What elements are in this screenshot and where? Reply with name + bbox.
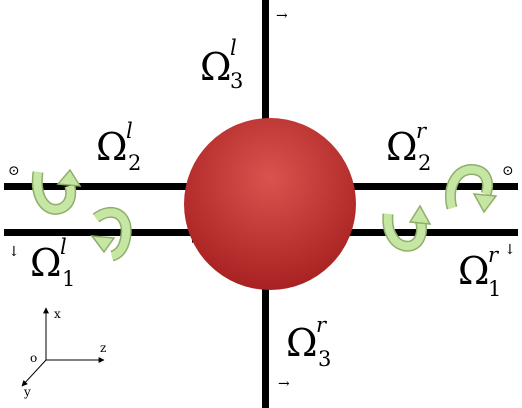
svg-text:2: 2 xyxy=(128,151,141,175)
red-sphere xyxy=(184,118,356,290)
svg-text:1: 1 xyxy=(62,267,75,291)
rod-top xyxy=(262,0,269,148)
svg-text:l: l xyxy=(126,119,133,143)
rod-bottom xyxy=(262,262,269,408)
axis-label-y: y xyxy=(23,385,31,399)
svg-text:3: 3 xyxy=(318,347,331,371)
svg-text:r: r xyxy=(416,119,428,143)
right-arrow-top: → xyxy=(276,8,288,24)
rotation-arrow-right-upper xyxy=(445,164,498,214)
label-omega1-right: Ω r 1 xyxy=(458,243,501,301)
axis-origin-label: o xyxy=(30,351,37,365)
svg-text:3: 3 xyxy=(230,69,243,93)
svg-text:Ω: Ω xyxy=(96,125,128,169)
svg-text:l: l xyxy=(230,36,237,60)
rod-left-upper xyxy=(4,183,196,190)
rod-right-lower xyxy=(342,229,518,236)
label-omega3-left: Ω l 3 xyxy=(200,36,243,93)
label-omega1-left: Ω l 1 xyxy=(30,235,75,291)
rod-right-upper xyxy=(342,183,518,190)
rotation-arrow-left-upper xyxy=(31,168,82,215)
out-of-plane-marker-left: ⊙ xyxy=(8,163,20,179)
svg-text:Ω: Ω xyxy=(386,125,418,169)
rod-left-lower xyxy=(4,229,196,236)
coordinate-axes: x z y o xyxy=(21,307,106,399)
out-of-plane-marker-right: ⊙ xyxy=(502,163,514,179)
svg-text:l: l xyxy=(60,235,67,259)
svg-text:r: r xyxy=(488,243,500,267)
axis-label-z: z xyxy=(100,341,106,355)
label-omega2-right: Ω r 2 xyxy=(386,119,431,175)
svg-text:r: r xyxy=(316,313,328,337)
svg-text:2: 2 xyxy=(418,151,431,175)
down-arrow-right: ↓ xyxy=(504,242,516,258)
svg-text:1: 1 xyxy=(488,277,501,301)
down-arrow-left: ↓ xyxy=(8,244,20,260)
axis-label-x: x xyxy=(54,307,61,321)
label-omega3-right: Ω r 3 xyxy=(286,313,331,371)
rotation-arrow-left-lower xyxy=(90,207,132,262)
svg-text:Ω: Ω xyxy=(200,45,232,89)
svg-text:Ω: Ω xyxy=(30,241,62,285)
rotation-arrow-right-lower xyxy=(382,204,432,252)
right-arrow-bottom: → xyxy=(278,376,290,392)
svg-text:Ω: Ω xyxy=(458,249,490,293)
svg-text:Ω: Ω xyxy=(286,321,318,365)
label-omega2-left: Ω l 2 xyxy=(96,119,141,175)
